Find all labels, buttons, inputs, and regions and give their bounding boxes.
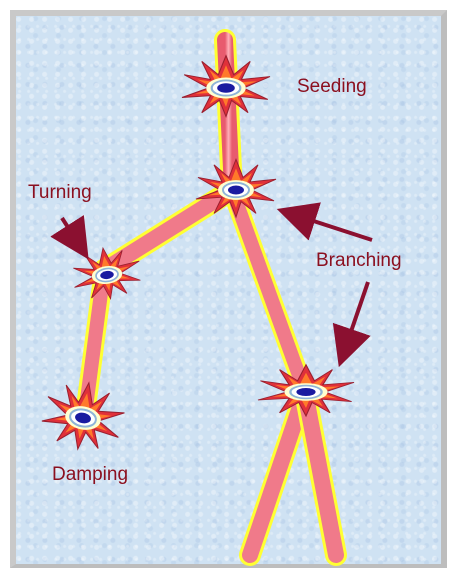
branch-left — [104, 190, 232, 270]
arrow-turning — [62, 218, 80, 246]
label-branching: Branching — [316, 250, 402, 271]
label-turning: Turning — [28, 182, 92, 203]
arrow-branching-top — [292, 214, 372, 240]
starburst-icon-branch-lower — [258, 365, 354, 416]
branch-fork-right — [305, 392, 336, 555]
label-seeding: Seeding — [297, 76, 367, 97]
starburst-icon-seeding — [182, 56, 270, 117]
label-damping: Damping — [52, 464, 128, 485]
branch-fork-left — [250, 392, 305, 555]
arrow-branching-lower — [344, 282, 368, 352]
branch-right-down — [232, 190, 305, 392]
